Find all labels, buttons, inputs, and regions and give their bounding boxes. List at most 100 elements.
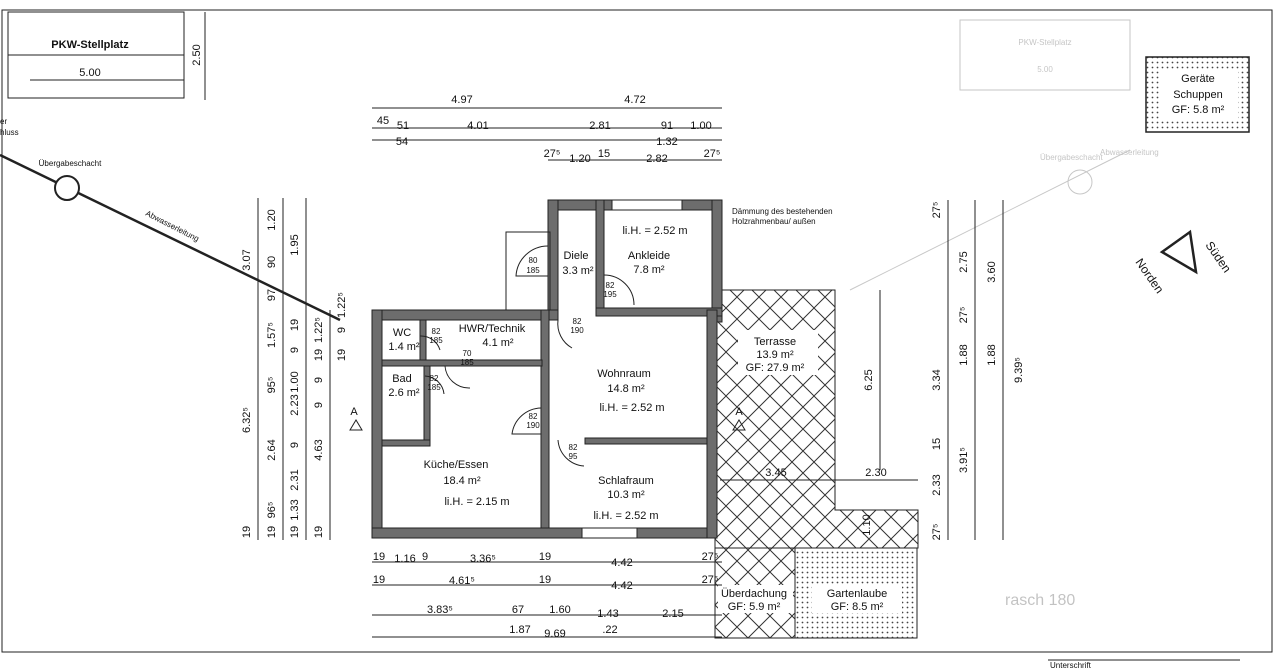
dim-l-1225a: 1.22⁵ xyxy=(313,317,325,343)
dim-b-275a: 27⁵ xyxy=(702,551,719,563)
terrace: Terrasse 13.9 m² GF: 27.9 m² xyxy=(714,289,919,549)
dim-45: 45 xyxy=(377,115,389,127)
kueche-height: li.H. = 2.15 m xyxy=(444,496,509,508)
dim-r-230: 2.30 xyxy=(865,467,886,479)
dim-472: 4.72 xyxy=(624,94,645,106)
dim-b-969: 9.69 xyxy=(544,628,565,640)
dim-l-965: 96⁵ xyxy=(266,502,278,519)
door-labels: 80 185 82 195 82 190 82 185 70 185 82 18… xyxy=(427,256,617,461)
dim-54: 54 xyxy=(396,136,408,148)
canopy-name: Überdachung xyxy=(721,588,787,600)
door-6-w: 82 xyxy=(430,374,439,383)
dim-l-19d: 19 xyxy=(241,526,253,538)
faded-bottom: rasch 180 xyxy=(1005,592,1075,609)
door-4-w: 82 xyxy=(432,327,441,336)
faded-shaft: Übergabeschacht xyxy=(1040,153,1103,162)
dim-r-334: 3.34 xyxy=(931,369,943,390)
dim-r-3915: 3.91⁵ xyxy=(958,447,970,473)
dim-l-231: 2.31 xyxy=(289,469,301,490)
schlafraum-name: Schlafraum xyxy=(598,475,654,487)
dim-l-463: 4.63 xyxy=(313,439,325,460)
bad-name: Bad xyxy=(392,373,412,385)
shed-line2: Schuppen xyxy=(1173,89,1223,101)
dim-l-19e: 19 xyxy=(266,526,278,538)
dim-497: 4.97 xyxy=(451,94,472,106)
ankleide-name: Ankleide xyxy=(628,250,670,262)
dim-b-215: 2.15 xyxy=(662,608,683,620)
dim-b-187: 1.87 xyxy=(509,624,530,636)
left-dimensions: 3.07 1.20 90 1.95 97 1.57⁵ 19 9 1.22⁵ 19… xyxy=(241,198,348,540)
dim-b-3835: 3.83⁵ xyxy=(427,604,453,616)
dim-l-9e: 9 xyxy=(289,442,301,448)
dim-l-264: 2.64 xyxy=(266,439,278,460)
section-a-left: A xyxy=(350,406,358,418)
dim-b-116: 1.16 xyxy=(394,553,415,565)
dim-b-3365: 3.36⁵ xyxy=(470,553,496,565)
bottom-dimensions: 19 1.16 9 3.36⁵ 19 4.42 27⁵ 19 4.61⁵ 19 … xyxy=(372,551,722,640)
tool-shed: Geräte Schuppen GF: 5.8 m² xyxy=(1145,56,1250,133)
faded-overlay: PKW-Stellplatz 5.00 Übergabeschacht Abwa… xyxy=(849,19,1159,609)
dim-91: 91 xyxy=(661,120,673,132)
faded-parking: PKW-Stellplatz xyxy=(1018,38,1071,47)
dim-r-275c: 27⁵ xyxy=(931,524,943,541)
dim-275a: 27⁵ xyxy=(544,148,561,160)
dim-b-9: 9 xyxy=(422,551,428,563)
dim-l-90: 90 xyxy=(266,256,278,268)
garden-gf: GF: 8.5 m² xyxy=(831,601,884,613)
terrace-area: 13.9 m² xyxy=(756,349,794,361)
dim-l-19b: 19 xyxy=(313,349,325,361)
edge-text-1: er xyxy=(0,117,7,126)
door-7-w: 82 xyxy=(529,412,538,421)
dim-l-195: 1.95 xyxy=(289,234,301,255)
schlafraum-height: li.H. = 2.52 m xyxy=(593,510,658,522)
door-3-h: 190 xyxy=(570,326,584,335)
door-2-w: 82 xyxy=(606,281,615,290)
dim-r-110: 1.10 xyxy=(861,514,873,535)
dim-l-9c: 9 xyxy=(313,377,325,383)
garden-shed: Gartenlaube GF: 8.5 m² xyxy=(794,547,918,639)
dim-b-19c: 19 xyxy=(373,574,385,586)
compass-south: Süden xyxy=(1203,239,1234,275)
doors xyxy=(419,245,635,467)
door-5-w: 70 xyxy=(463,349,472,358)
parking-depth: 2.50 xyxy=(191,44,203,65)
note-line1: Dämmung des bestehenden xyxy=(732,207,833,216)
faded-pipe: Abwasserleitung xyxy=(1100,148,1159,157)
garden-name: Gartenlaube xyxy=(827,588,888,600)
parking-space: PKW-Stellplatz 5.00 2.50 xyxy=(7,11,206,100)
dim-281: 2.81 xyxy=(589,120,610,132)
dim-r-625: 6.25 xyxy=(863,369,875,390)
canopy-gf: GF: 5.9 m² xyxy=(728,601,781,613)
dim-b-22: .22 xyxy=(602,624,617,636)
dim-b-442b: 4.42 xyxy=(611,580,632,592)
wohnraum-name: Wohnraum xyxy=(597,368,651,380)
dim-r-275: 2.75 xyxy=(958,251,970,272)
note-line2: Holzrahmenbau/ außen xyxy=(732,217,816,226)
kueche-name: Küche/Essen xyxy=(424,459,489,471)
dim-l-19g: 19 xyxy=(313,526,325,538)
shaft-label: Übergabeschacht xyxy=(39,159,102,168)
sheet-frame xyxy=(1,9,1273,653)
dim-100: 1.00 xyxy=(690,120,711,132)
diele-area: 3.3 m² xyxy=(562,265,594,277)
dim-401: 4.01 xyxy=(467,120,488,132)
door-1-w: 80 xyxy=(529,256,538,265)
door-8-h: 95 xyxy=(569,452,578,461)
dim-l-133: 1.33 xyxy=(289,499,301,520)
door-6-h: 185 xyxy=(427,383,441,392)
dim-l-19f: 19 xyxy=(289,526,301,538)
ankleide-height: li.H. = 2.52 m xyxy=(622,225,687,237)
right-dimensions: 27⁵ 2.75 3.60 27⁵ 1.88 1.88 3.34 9.39⁵ 1… xyxy=(720,200,1025,540)
parking-width: 5.00 xyxy=(79,67,100,79)
dim-l-1575: 1.57⁵ xyxy=(266,322,278,348)
terrace-name: Terrasse xyxy=(754,336,796,348)
wc-name: WC xyxy=(393,327,411,339)
section-markers: A A xyxy=(349,406,746,431)
dim-l-307: 3.07 xyxy=(241,249,253,270)
dim-b-19d: 19 xyxy=(539,574,551,586)
dim-b-442a: 4.42 xyxy=(611,557,632,569)
dim-282: 2.82 xyxy=(646,153,667,165)
dim-r-275b: 27⁵ xyxy=(958,307,970,324)
dim-l-9a: 9 xyxy=(289,347,301,353)
